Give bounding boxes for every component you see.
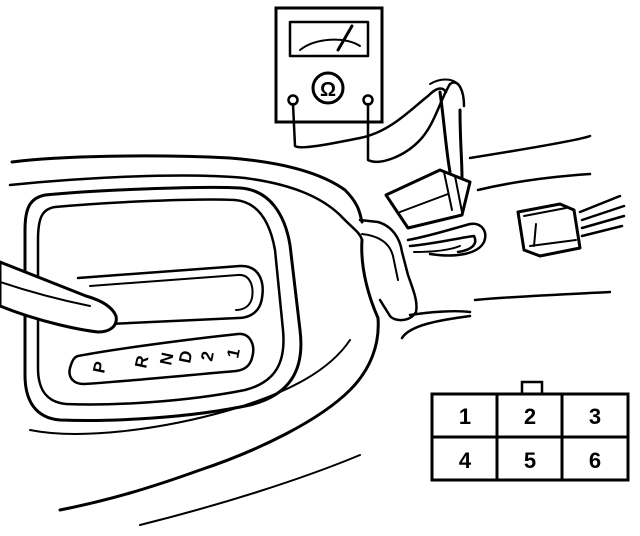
gear-d: D	[175, 349, 196, 365]
terminal-1: 1	[459, 404, 471, 429]
ohm-symbol: Ω	[320, 79, 336, 101]
gear-position-labels: P R N D 2 1	[89, 347, 244, 375]
terminal-key-tab	[520, 380, 544, 396]
meter-needle	[336, 24, 354, 52]
gear-n: N	[156, 351, 177, 367]
neutral-switch	[384, 90, 472, 230]
wire-harness	[406, 222, 487, 257]
dial-knob	[311, 71, 345, 105]
terminal-2: 2	[524, 404, 536, 429]
gear-2: 2	[197, 350, 218, 363]
terminal-4: 4	[459, 448, 472, 473]
gear-1: 1	[223, 347, 244, 360]
gear-p: P	[89, 360, 110, 375]
ohmmeter: Ω	[274, 6, 384, 124]
shift-lever	[0, 260, 118, 334]
test-leads	[291, 78, 466, 163]
disconnected-connector	[516, 194, 626, 258]
shift-gate	[23, 185, 303, 422]
terminal-6: 6	[589, 448, 601, 473]
console-body	[8, 134, 612, 526]
terminal-3: 3	[589, 404, 601, 429]
gear-r: R	[131, 354, 152, 370]
terminal-5: 5	[524, 448, 536, 473]
connector-terminal-diagram: 1 2 3 4 5 6	[430, 380, 630, 482]
